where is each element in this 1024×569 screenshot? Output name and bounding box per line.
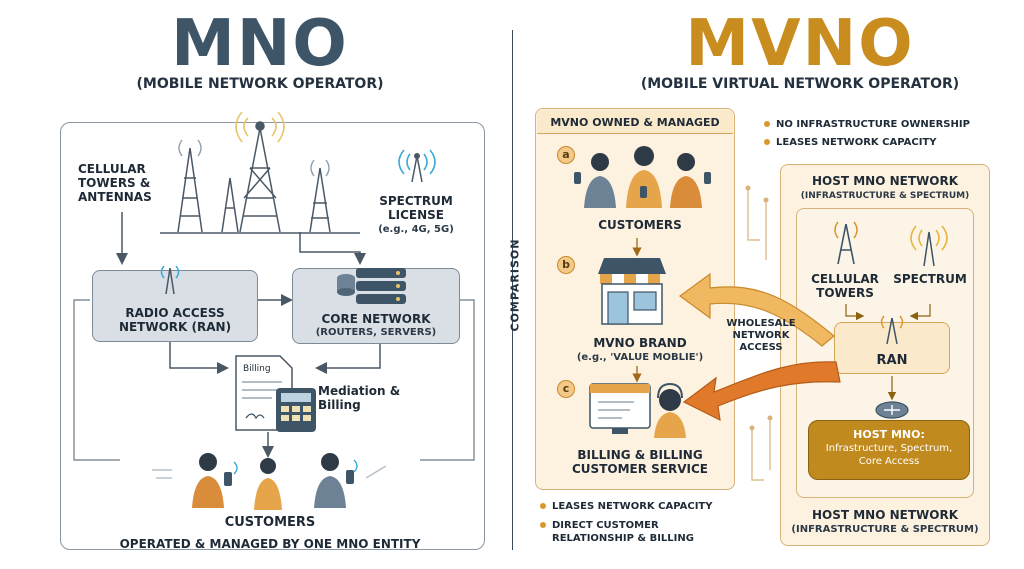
host-spectrum-label: SPECTRUM: [893, 272, 967, 286]
mno-core-sub: (ROUTERS, SERVERS): [315, 327, 437, 338]
mvno-billing-label: BILLING & BILLING CUSTOMER SERVICE: [572, 448, 708, 476]
mno-towers-label: CELLULAR TOWERS & ANTENNAS: [78, 162, 152, 204]
mno-core-label: CORE NETWORK: [321, 312, 431, 326]
mno-mediation-label: Mediation & Billing: [318, 384, 401, 412]
billing-service-icon: [589, 382, 686, 438]
mno-ran-box: [92, 270, 258, 342]
mno-footer: OPERATED & MANAGED BY ONE MNO ENTITY: [119, 537, 421, 551]
bullet-text: LEASES NETWORK CAPACITY: [776, 137, 937, 148]
host-footer-title: HOST MNO NETWORK: [811, 508, 958, 522]
bullet-icon: [540, 522, 546, 528]
mno-frame: [60, 122, 485, 550]
mvno-bottom-bullet: DIRECT CUSTOMER RELATIONSHIP & BILLING: [540, 519, 780, 545]
bullet-icon: [764, 121, 770, 127]
bullet-text: NO INFRASTRUCTURE OWNERSHIP: [776, 119, 970, 130]
host-tower-icon: [834, 221, 858, 265]
mvno-owned-header: MVNO OWNED & MANAGED: [550, 116, 720, 129]
bullet-icon: [764, 139, 770, 145]
billing-doc-title: Billing: [243, 364, 271, 374]
mno-ran-label: RADIO ACCESS NETWORK (RAN): [118, 306, 232, 334]
mvno-title: MVNO: [685, 7, 915, 81]
cellular-tower-icon: [160, 111, 360, 234]
host-pill-body: Infrastructure, Spectrum, Core Access: [825, 443, 953, 467]
mno-customers-label: CUSTOMERS: [224, 515, 316, 530]
step-a-badge: a: [557, 146, 575, 164]
mvno-brand-example: (e.g., 'VALUE MOBLIE'): [576, 352, 704, 363]
mvno-top-bullet: LEASES NETWORK CAPACITY: [764, 134, 1014, 152]
host-spectrum-icon: [910, 225, 948, 267]
host-ran-box: [834, 322, 950, 374]
step-c-badge: c: [557, 380, 575, 398]
mno-spectrum-example: (e.g., 4G, 5G): [378, 224, 454, 235]
bullet-text: DIRECT CUSTOMER RELATIONSHIP & BILLING: [552, 520, 694, 544]
host-subtitle: (INFRASTRUCTURE & SPECTRUM): [800, 191, 970, 201]
mvno-brand-label: MVNO BRAND: [593, 336, 687, 350]
step-b-badge: b: [557, 256, 575, 274]
host-pill-title: HOST MNO:: [853, 428, 925, 441]
center-divider: [512, 30, 513, 550]
host-footer-sub: (INFRASTRUCTURE & SPECTRUM): [791, 524, 979, 535]
mvno-bottom-bullets: LEASES NETWORK CAPACITY DIRECT CUSTOMER …: [540, 500, 780, 545]
wholesale-label: WHOLESALE NETWORK ACCESS: [726, 318, 796, 353]
host-ran-label: RAN: [876, 353, 908, 368]
bullet-text: LEASES NETWORK CAPACITY: [552, 501, 713, 512]
mvno-bottom-bullet: LEASES NETWORK CAPACITY: [540, 500, 780, 513]
mno-core-box: [292, 268, 460, 344]
mvno-owned-header-bar: [537, 110, 733, 134]
host-mno-pill: [808, 420, 970, 480]
server-icon: [337, 268, 406, 304]
storefront-icon: [598, 258, 666, 325]
billing-document-icon: [235, 355, 316, 432]
mno-spectrum-label: SPECTRUM LICENSE: [379, 194, 453, 222]
ran-antenna-icon: [160, 265, 180, 295]
mvno-customers-icon: [574, 146, 711, 208]
mno-subtitle: (MOBILE NETWORK OPERATOR): [136, 76, 384, 92]
mvno-top-bullet: NO INFRASTRUCTURE OWNERSHIP: [764, 116, 1014, 134]
mvno-customers-label: CUSTOMERS: [598, 218, 682, 232]
host-towers-label: CELLULAR TOWERS: [811, 272, 879, 300]
mno-title: MNO: [171, 7, 349, 81]
bullet-icon: [540, 503, 546, 509]
customers-people-icon: [152, 453, 387, 510]
spectrum-antenna-icon: [398, 149, 436, 183]
mvno-top-bullets: NO INFRASTRUCTURE OWNERSHIP LEASES NETWO…: [764, 116, 1014, 152]
mvno-subtitle: (MOBILE VIRTUAL NETWORK OPERATOR): [640, 76, 960, 92]
router-icon: [875, 401, 909, 419]
host-title: HOST MNO NETWORK: [811, 174, 958, 188]
host-ran-icon: [880, 315, 904, 345]
